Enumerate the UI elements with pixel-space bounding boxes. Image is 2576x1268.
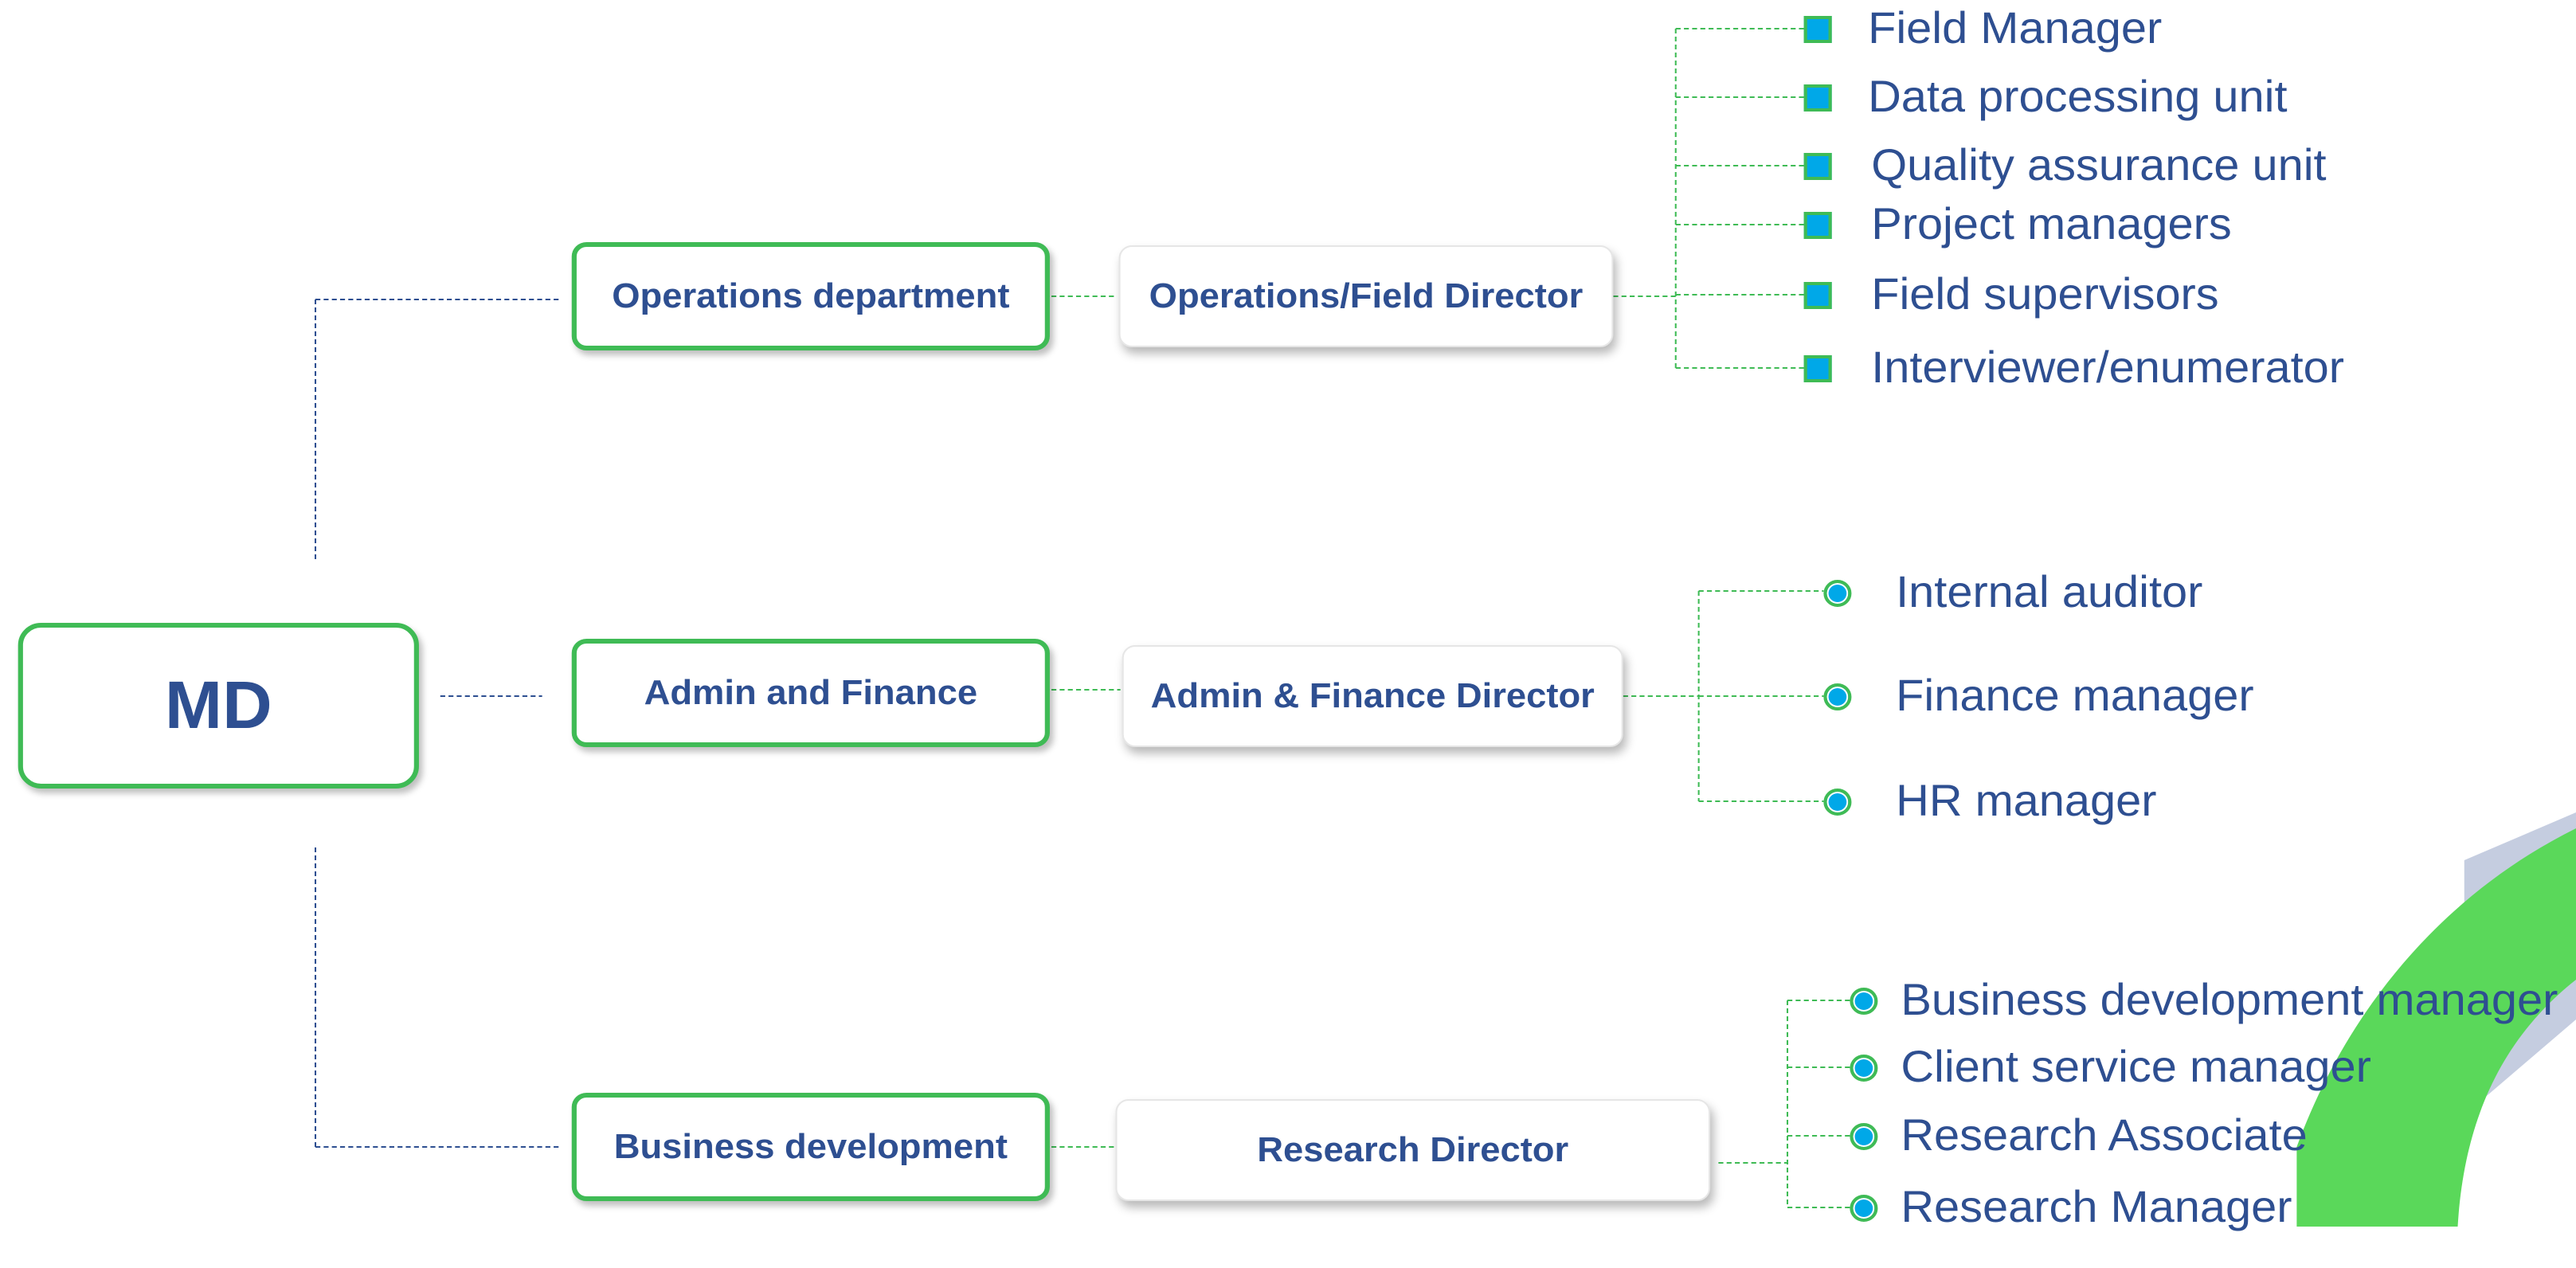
square-marker-icon [1803, 152, 1832, 179]
role-label: Finance manager [1896, 671, 2254, 720]
role-label: Client service manager [1901, 1042, 2371, 1091]
square-marker-icon [1803, 84, 1832, 111]
role-label: Business development manager [1901, 975, 2558, 1024]
square-marker-icon [1803, 354, 1832, 382]
role-label: HR manager [1896, 776, 2157, 825]
role-item-client-service-manager: Client service manager [1850, 1039, 2371, 1096]
role-item-project-managers: Project managers [1803, 196, 2232, 253]
admin-finance-director-box[interactable]: Admin & Finance Director [1122, 645, 1623, 747]
research-director-label: Research Director [1257, 1129, 1569, 1169]
circle-marker-icon [1823, 788, 1852, 815]
role-label: Research Manager [1901, 1182, 2292, 1231]
business-development-box[interactable]: Business development [571, 1093, 1050, 1201]
circle-marker-icon [1850, 987, 1878, 1014]
admin-finance-box[interactable]: Admin and Finance [571, 639, 1050, 747]
research-director-box[interactable]: Research Director [1115, 1099, 1711, 1201]
role-label: Field supervisors [1871, 269, 2219, 319]
circle-marker-icon [1850, 1054, 1878, 1081]
logo-green-shape [2296, 828, 2576, 1227]
operations-director-label: Operations/Field Director [1149, 276, 1584, 315]
operations-department-box[interactable]: Operations department [571, 242, 1050, 350]
role-item-research-manager: Research Manager [1850, 1179, 2292, 1236]
role-item-field-manager: Field Manager [1803, 0, 2163, 57]
circle-marker-icon [1823, 683, 1852, 710]
operations-department-label: Operations department [612, 276, 1010, 315]
admin-finance-director-label: Admin & Finance Director [1150, 675, 1595, 715]
md-label: MD [164, 667, 272, 742]
md-box[interactable]: MD [18, 623, 419, 789]
role-item-internal-auditor: Internal auditor [1823, 564, 2202, 621]
role-label: Field Manager [1868, 3, 2163, 53]
circle-marker-icon [1850, 1122, 1878, 1149]
role-item-data-processing-unit: Data processing unit [1803, 68, 2288, 126]
square-marker-icon [1803, 15, 1832, 42]
role-label: Internal auditor [1896, 567, 2203, 616]
square-marker-icon [1803, 281, 1832, 308]
circle-marker-icon [1823, 579, 1852, 606]
role-label: Interviewer/enumerator [1871, 342, 2344, 392]
business-development-label: Business development [613, 1126, 1008, 1166]
role-item-interviewer-enumerator: Interviewer/enumerator [1803, 339, 2344, 397]
role-label: Data processing unit [1868, 72, 2288, 121]
admin-finance-label: Admin and Finance [644, 672, 978, 712]
role-label: Project managers [1871, 199, 2232, 249]
role-item-hr-manager: HR manager [1823, 773, 2157, 830]
role-item-research-associate: Research Associate [1850, 1107, 2308, 1164]
role-label: Quality assurance unit [1871, 140, 2327, 190]
square-marker-icon [1803, 211, 1832, 238]
role-item-quality-assurance-unit: Quality assurance unit [1803, 137, 2327, 194]
circle-marker-icon [1850, 1194, 1878, 1221]
role-item-field-supervisors: Field supervisors [1803, 266, 2219, 323]
role-item-business-development-manager: Business development manager [1850, 972, 2558, 1029]
operations-director-box[interactable]: Operations/Field Director [1118, 245, 1614, 347]
role-item-finance-manager: Finance manager [1823, 667, 2254, 725]
role-label: Research Associate [1901, 1110, 2308, 1160]
